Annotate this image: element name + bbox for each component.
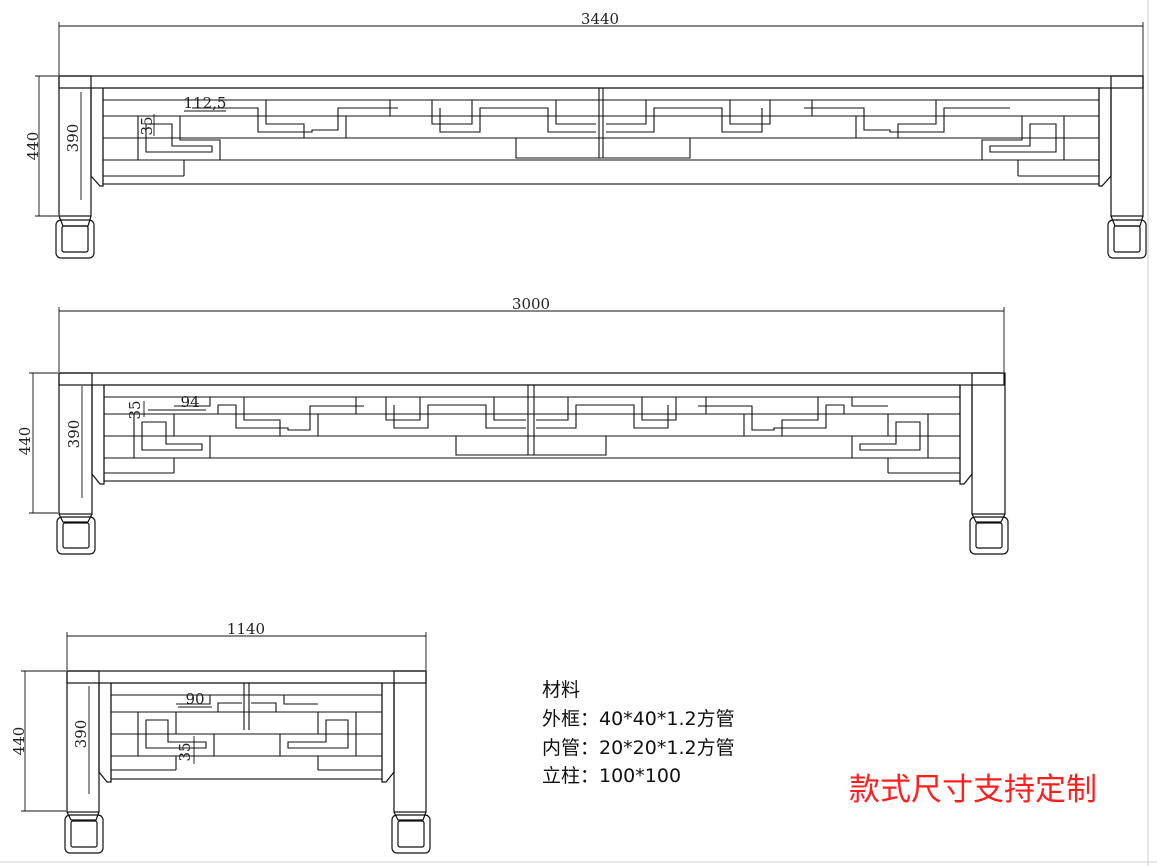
inner-height-label: 390 [72, 720, 90, 749]
dimension-width: 3440 [58, 10, 1144, 76]
left-post [56, 372, 96, 555]
view-3440: 3440 440 390 [24, 10, 1147, 259]
inner-height-label: 390 [64, 124, 82, 153]
materials-outer-frame: 外框：40*40*1.2方管 [542, 708, 735, 730]
pattern-gap-label: 35 [126, 400, 144, 419]
view-1140: 1140 440 390 [10, 620, 431, 854]
right-post [969, 372, 1009, 555]
width-label: 3000 [512, 295, 550, 313]
materials-post: 立柱：100*100 [542, 765, 682, 787]
dimension-inner-height: 390 [65, 386, 83, 498]
materials-inner-tube: 内管：20*20*1.2方管 [542, 737, 735, 759]
height-label: 440 [24, 132, 42, 161]
dimension-inner-height: 390 [64, 92, 82, 200]
dimension-width: 1140 [66, 620, 427, 670]
view-3000: 3000 440 390 [16, 295, 1009, 555]
dimension-inner-height: 390 [72, 686, 90, 794]
width-label: 3440 [581, 10, 619, 28]
right-post [391, 670, 431, 854]
pattern-width-label: 94 [180, 393, 199, 411]
dimension-width: 3000 [58, 295, 1005, 372]
pattern-dimension: 112,5 35 [138, 94, 226, 136]
height-label: 440 [10, 727, 28, 756]
pattern-width-label: 90 [185, 690, 204, 708]
custom-size-note: 款式尺寸支持定制 [849, 772, 1097, 808]
dimension-height: 440 [24, 75, 58, 217]
height-label: 440 [16, 427, 34, 456]
inner-height-label: 390 [65, 420, 83, 449]
lattice-pattern [102, 87, 1100, 185]
pattern-dimension: 94 35 [126, 393, 206, 420]
dimension-height: 440 [16, 372, 58, 514]
pattern-width-label: 112,5 [184, 94, 227, 112]
lattice-pattern [110, 682, 383, 780]
left-post [64, 670, 104, 854]
width-label: 1140 [227, 620, 265, 638]
left-post [55, 75, 95, 259]
pattern-gap-label: 35 [176, 742, 194, 761]
right-post [1107, 75, 1147, 259]
lattice-pattern [103, 384, 961, 482]
pattern-gap-label: 35 [138, 116, 156, 135]
pattern-dimension: 90 35 [176, 690, 212, 764]
dimension-height: 440 [10, 670, 66, 812]
materials-title: 材料 [542, 679, 581, 701]
